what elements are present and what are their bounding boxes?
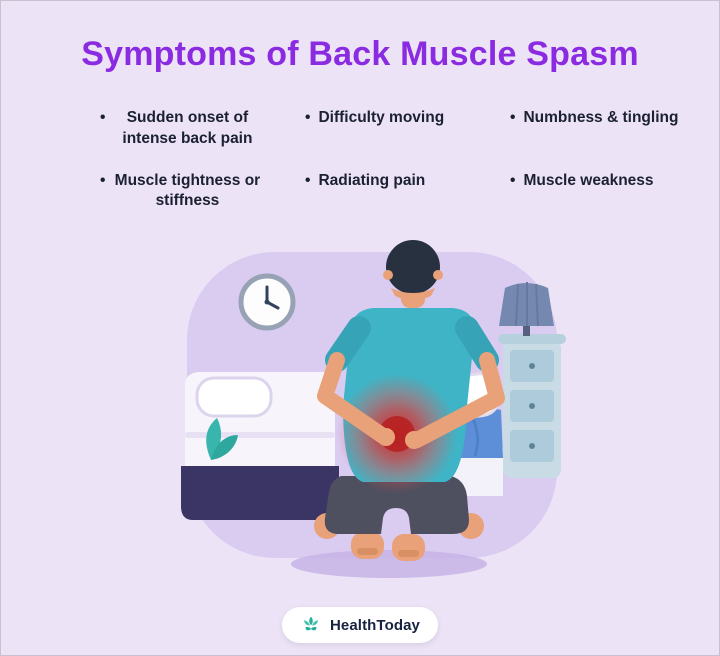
illustration	[1, 236, 719, 601]
bullet-dot: •	[510, 172, 516, 189]
brand-badge: HealthToday	[281, 607, 439, 643]
symptom-item: • Muscle tightness or stiffness	[98, 171, 303, 212]
lamp	[499, 281, 554, 336]
floor-shadow	[291, 549, 487, 578]
head	[383, 239, 443, 308]
symptom-label: Sudden onset of intense back pain	[122, 109, 253, 147]
symptom-item: • Sudden onset of intense back pain	[98, 108, 303, 149]
plant	[206, 417, 238, 460]
symptom-item: • Numbness & tingling	[508, 108, 720, 149]
brand-name: HealthToday	[329, 616, 421, 634]
lotus-icon	[303, 616, 319, 631]
shorts	[324, 475, 469, 534]
nightstand	[498, 333, 566, 478]
symptom-item: • Radiating pain	[303, 171, 508, 212]
bullet-dot: •	[100, 172, 106, 189]
symptom-label: Radiating pain	[318, 172, 426, 189]
symptom-item: • Difficulty moving	[303, 108, 508, 149]
feet	[351, 531, 425, 561]
symptom-list: • Sudden onset of intense back pain • Di…	[40, 108, 680, 212]
illustration-scene	[181, 239, 566, 578]
page-title: Symptoms of Back Muscle Spasm	[81, 35, 639, 73]
symptom-label: Difficulty moving	[318, 109, 445, 127]
bullet-dot: •	[305, 109, 311, 127]
arms	[317, 315, 505, 449]
clock-icon	[238, 273, 296, 331]
symptom-item: • Muscle weakness	[508, 171, 720, 212]
symptom-label: Muscle weakness	[523, 172, 654, 189]
person	[314, 239, 505, 561]
bullet-dot: •	[100, 109, 106, 127]
bullet-dot: •	[305, 172, 311, 189]
symptom-label: Numbness & tingling	[523, 109, 679, 127]
bullet-dot: •	[510, 109, 516, 127]
symptom-label: Muscle tightness or stiffness	[114, 172, 261, 210]
pillow	[195, 376, 273, 418]
bed-left	[181, 371, 339, 520]
